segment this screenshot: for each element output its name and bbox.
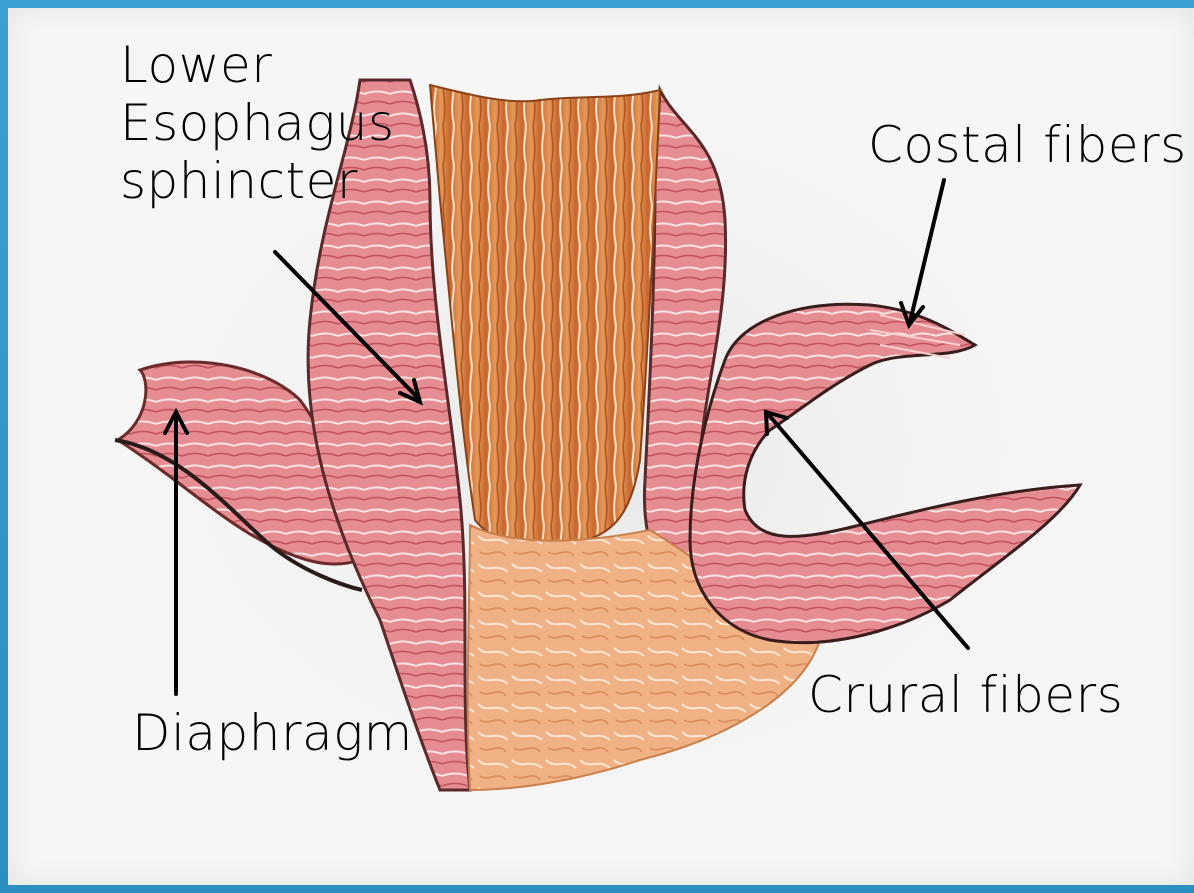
label-diaphragm: Diaphragm [132,706,413,761]
label-crural-fibers: Crural fibers [808,668,1123,723]
label-lower-esophagus-sphincter: Lower Esophagus sphincter [120,36,420,210]
label-costal-fibers: Costal fibers [868,118,1187,173]
